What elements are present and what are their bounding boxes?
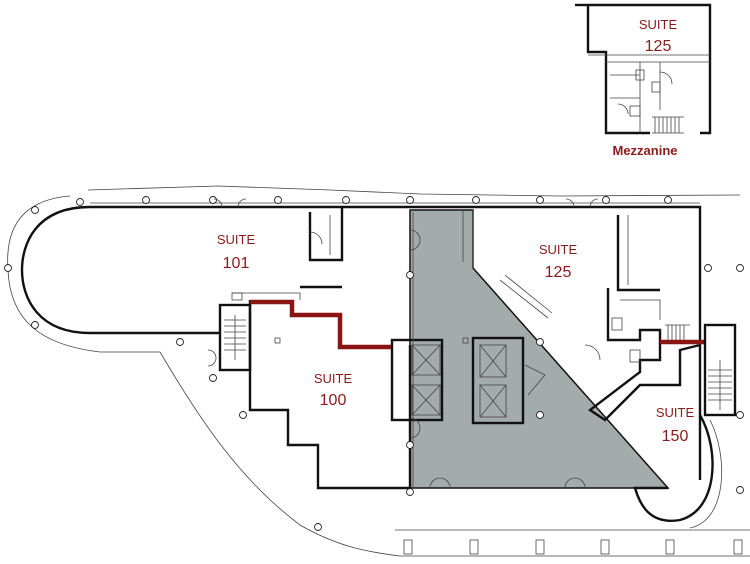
svg-text:SUITE: SUITE bbox=[217, 232, 256, 247]
exterior-wall bbox=[20, 205, 702, 480]
mezzanine-suite-125-number: 125 bbox=[645, 38, 672, 55]
structural-columns bbox=[4, 196, 744, 531]
suite-100-wall bbox=[248, 300, 412, 490]
svg-text:SUITE: SUITE bbox=[314, 371, 353, 386]
svg-text:101: 101 bbox=[223, 255, 250, 272]
svg-text:150: 150 bbox=[662, 428, 689, 445]
suite-125-label: SUITE 125 bbox=[539, 242, 578, 281]
elevator-bank-east bbox=[471, 336, 546, 425]
south-column-marks bbox=[403, 539, 743, 555]
svg-text:SUITE: SUITE bbox=[656, 405, 695, 420]
elevator-bank-west bbox=[390, 338, 444, 422]
mezzanine-inset: SUITE 125 Mezzanine bbox=[575, 3, 712, 158]
suite-100-label: SUITE 100 bbox=[314, 371, 353, 409]
mezzanine-label: Mezzanine bbox=[612, 143, 677, 158]
west-stairs bbox=[218, 303, 252, 372]
mezzanine-suite-125-word: SUITE bbox=[639, 17, 678, 32]
suite-150-label: SUITE 150 bbox=[656, 405, 695, 445]
suite-150-wall bbox=[587, 288, 701, 422]
svg-text:125: 125 bbox=[545, 264, 572, 281]
east-stairs bbox=[703, 323, 737, 417]
mezzanine-stairs bbox=[652, 116, 684, 134]
south-east-lobby-wall bbox=[633, 414, 714, 522]
svg-text:SUITE: SUITE bbox=[539, 242, 578, 257]
east-small-stairs bbox=[665, 324, 690, 340]
suite-101-label: SUITE 101 bbox=[217, 232, 256, 272]
egress-route-west bbox=[250, 299, 392, 350]
svg-text:100: 100 bbox=[320, 392, 347, 409]
